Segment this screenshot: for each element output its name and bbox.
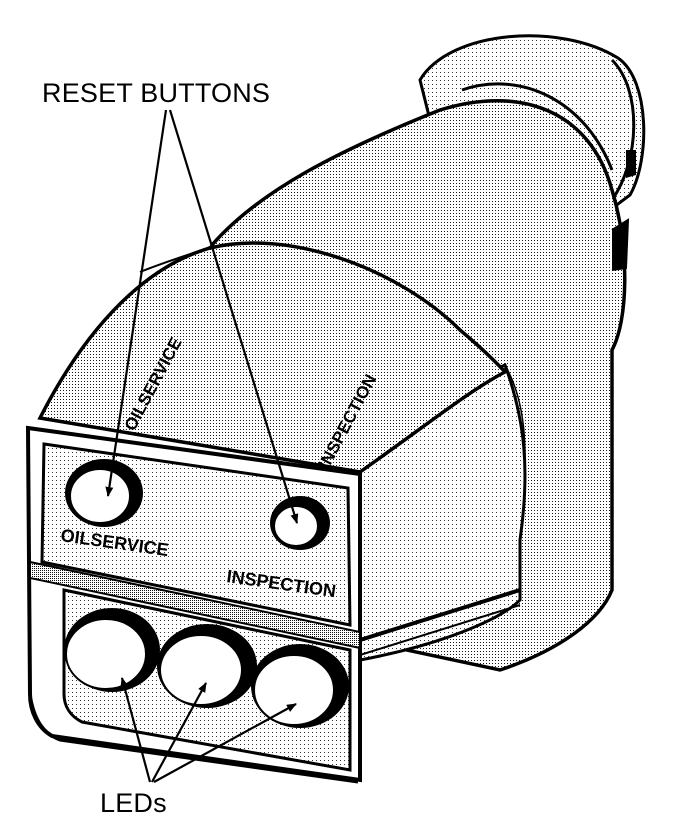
oilservice-reset-button[interactable] (65, 459, 143, 527)
leds-callout: LEDs (100, 788, 167, 818)
led-left (64, 608, 160, 692)
leader-to-led-left (120, 677, 152, 783)
led-center (157, 624, 257, 708)
reset-leader-lines (105, 109, 299, 524)
reset-buttons-callout: RESET BUTTONS (42, 78, 270, 108)
led-right (251, 644, 349, 728)
leader-to-inspection-button (168, 109, 299, 524)
leader-to-led-right (153, 703, 297, 783)
leader-to-led-center (151, 682, 207, 783)
leader-to-oilservice-button (105, 109, 168, 497)
led-leader-lines (120, 677, 297, 783)
inspection-reset-button[interactable] (270, 496, 330, 550)
